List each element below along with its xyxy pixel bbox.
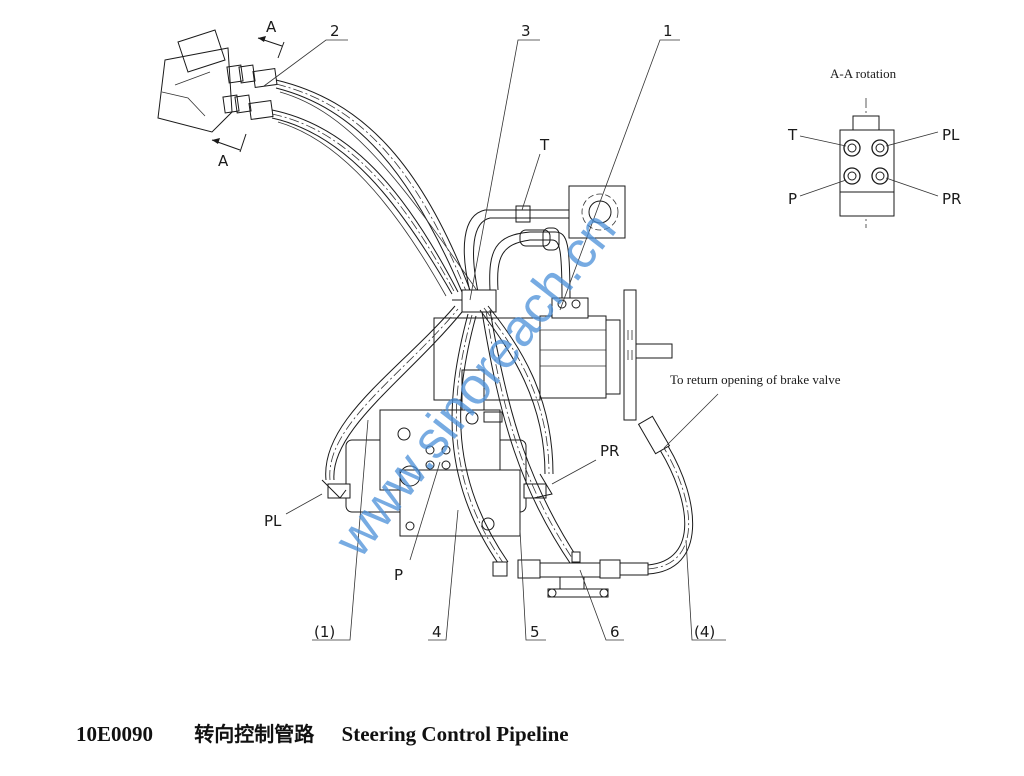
section-arrow-bottom: A xyxy=(211,133,247,170)
callout-ref-4: (4) xyxy=(694,623,715,641)
section-port-PL: PL xyxy=(942,126,960,144)
figure-caption: 10E0090 转向控制管路 Steering Control Pipeline xyxy=(76,718,569,747)
section-mark-top: A xyxy=(266,18,277,36)
callout-item-4: 4 xyxy=(432,623,442,641)
tee-fitting xyxy=(492,551,649,598)
callout-ref-1: (1) xyxy=(314,623,335,641)
figure-title-en: Steering Control Pipeline xyxy=(341,722,569,746)
section-view-aa: A-A rotation T PL P PR xyxy=(787,66,961,228)
pl-hose xyxy=(321,305,463,499)
section-mark-bottom: A xyxy=(218,152,229,170)
pressure-hoses xyxy=(451,309,581,567)
section-port-T: T xyxy=(787,126,798,144)
callout-item-3: 3 xyxy=(521,22,531,40)
figure-code: 10E0090 xyxy=(76,722,154,746)
callout-item-2: 2 xyxy=(330,22,340,40)
hose-bundle xyxy=(271,79,479,297)
return-opening-note: To return opening of brake valve xyxy=(670,372,841,387)
callout-port-PL: PL xyxy=(264,512,282,530)
callout-port-PR: PR xyxy=(600,442,619,460)
figure-title-zh: 转向控制管路 xyxy=(194,722,315,746)
callout-labels: 2 3 1 T PL PR P (1) 4 5 6 (4) To return … xyxy=(264,22,841,641)
callout-item-6: 6 xyxy=(610,623,620,641)
section-port-P: P xyxy=(788,190,797,208)
leader-lines xyxy=(263,39,726,641)
section-port-PR: PR xyxy=(942,190,961,208)
pr-hose xyxy=(479,305,554,499)
callout-item-5: 5 xyxy=(530,623,540,641)
callout-item-1: 1 xyxy=(663,22,673,40)
callout-port-P: P xyxy=(394,566,403,584)
callout-port-T: T xyxy=(539,136,550,154)
pilot-valve-block xyxy=(157,29,278,133)
section-arrow-top: A xyxy=(257,18,285,59)
section-view-title: A-A rotation xyxy=(830,66,897,81)
return-hose xyxy=(637,415,693,575)
tank-line-T xyxy=(463,205,575,301)
pump-assembly xyxy=(433,289,673,421)
brake-valve-block xyxy=(568,185,626,239)
